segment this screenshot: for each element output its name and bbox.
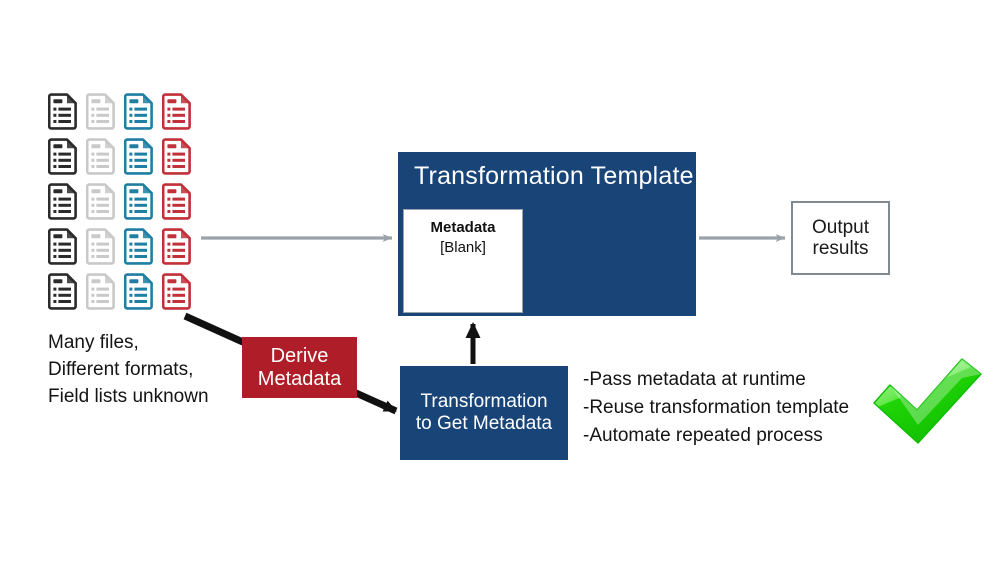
output-results-line-2: results	[812, 238, 869, 259]
get-metadata-line-1: Transformation	[420, 390, 548, 412]
benefit-item: -Pass metadata at runtime	[583, 369, 806, 390]
document-icon-grid	[48, 93, 200, 321]
document-icon	[162, 93, 191, 130]
transformation-to-get-metadata-box: Transformation to Get Metadata	[400, 366, 568, 460]
metadata-value: [Blank]	[440, 239, 486, 256]
document-icon	[162, 138, 191, 175]
document-icon	[48, 183, 77, 220]
green-check-icon	[873, 358, 982, 444]
document-icon	[48, 273, 77, 310]
benefits-list: -Pass metadata at runtime -Reuse transfo…	[583, 366, 849, 450]
source-caption: Many files, Different formats, Field lis…	[48, 329, 209, 410]
source-caption-line-1: Many files,	[48, 332, 139, 353]
document-icon	[124, 273, 153, 310]
document-icon	[48, 93, 77, 130]
document-icon	[124, 228, 153, 265]
benefit-item: -Reuse transformation template	[583, 396, 850, 418]
document-icon	[124, 183, 153, 220]
source-caption-line-2: Different formats,	[48, 359, 194, 381]
transformation-template-box: Transformation Template Metadata [Blank]	[398, 152, 696, 316]
derive-metadata-line-2: Metadata	[257, 367, 342, 390]
derive-metadata-box: Derive Metadata	[242, 337, 357, 398]
derive-metadata-line-1: Derive	[270, 344, 329, 367]
document-icon	[162, 273, 191, 310]
get-metadata-line-2: to Get Metadata	[415, 413, 553, 434]
document-icon	[86, 228, 115, 265]
document-icon	[48, 138, 77, 175]
benefit-item: -Automate repeated process	[583, 424, 823, 446]
document-icon	[124, 138, 153, 175]
transformation-template-title: Transformation Template	[414, 162, 694, 190]
output-results-line-1: Output	[811, 216, 870, 238]
document-icon	[124, 93, 153, 130]
source-caption-line-3: Field lists unknown	[48, 386, 209, 408]
document-icon	[86, 273, 115, 310]
document-icon	[48, 228, 77, 265]
document-icon	[162, 183, 191, 220]
metadata-slot-box: Metadata [Blank]	[403, 209, 523, 313]
output-results-box: Output results	[791, 201, 890, 275]
document-icon	[86, 138, 115, 175]
metadata-label: Metadata	[430, 219, 496, 236]
document-icon	[162, 228, 191, 265]
document-icon	[86, 183, 115, 220]
document-icon	[86, 93, 115, 130]
